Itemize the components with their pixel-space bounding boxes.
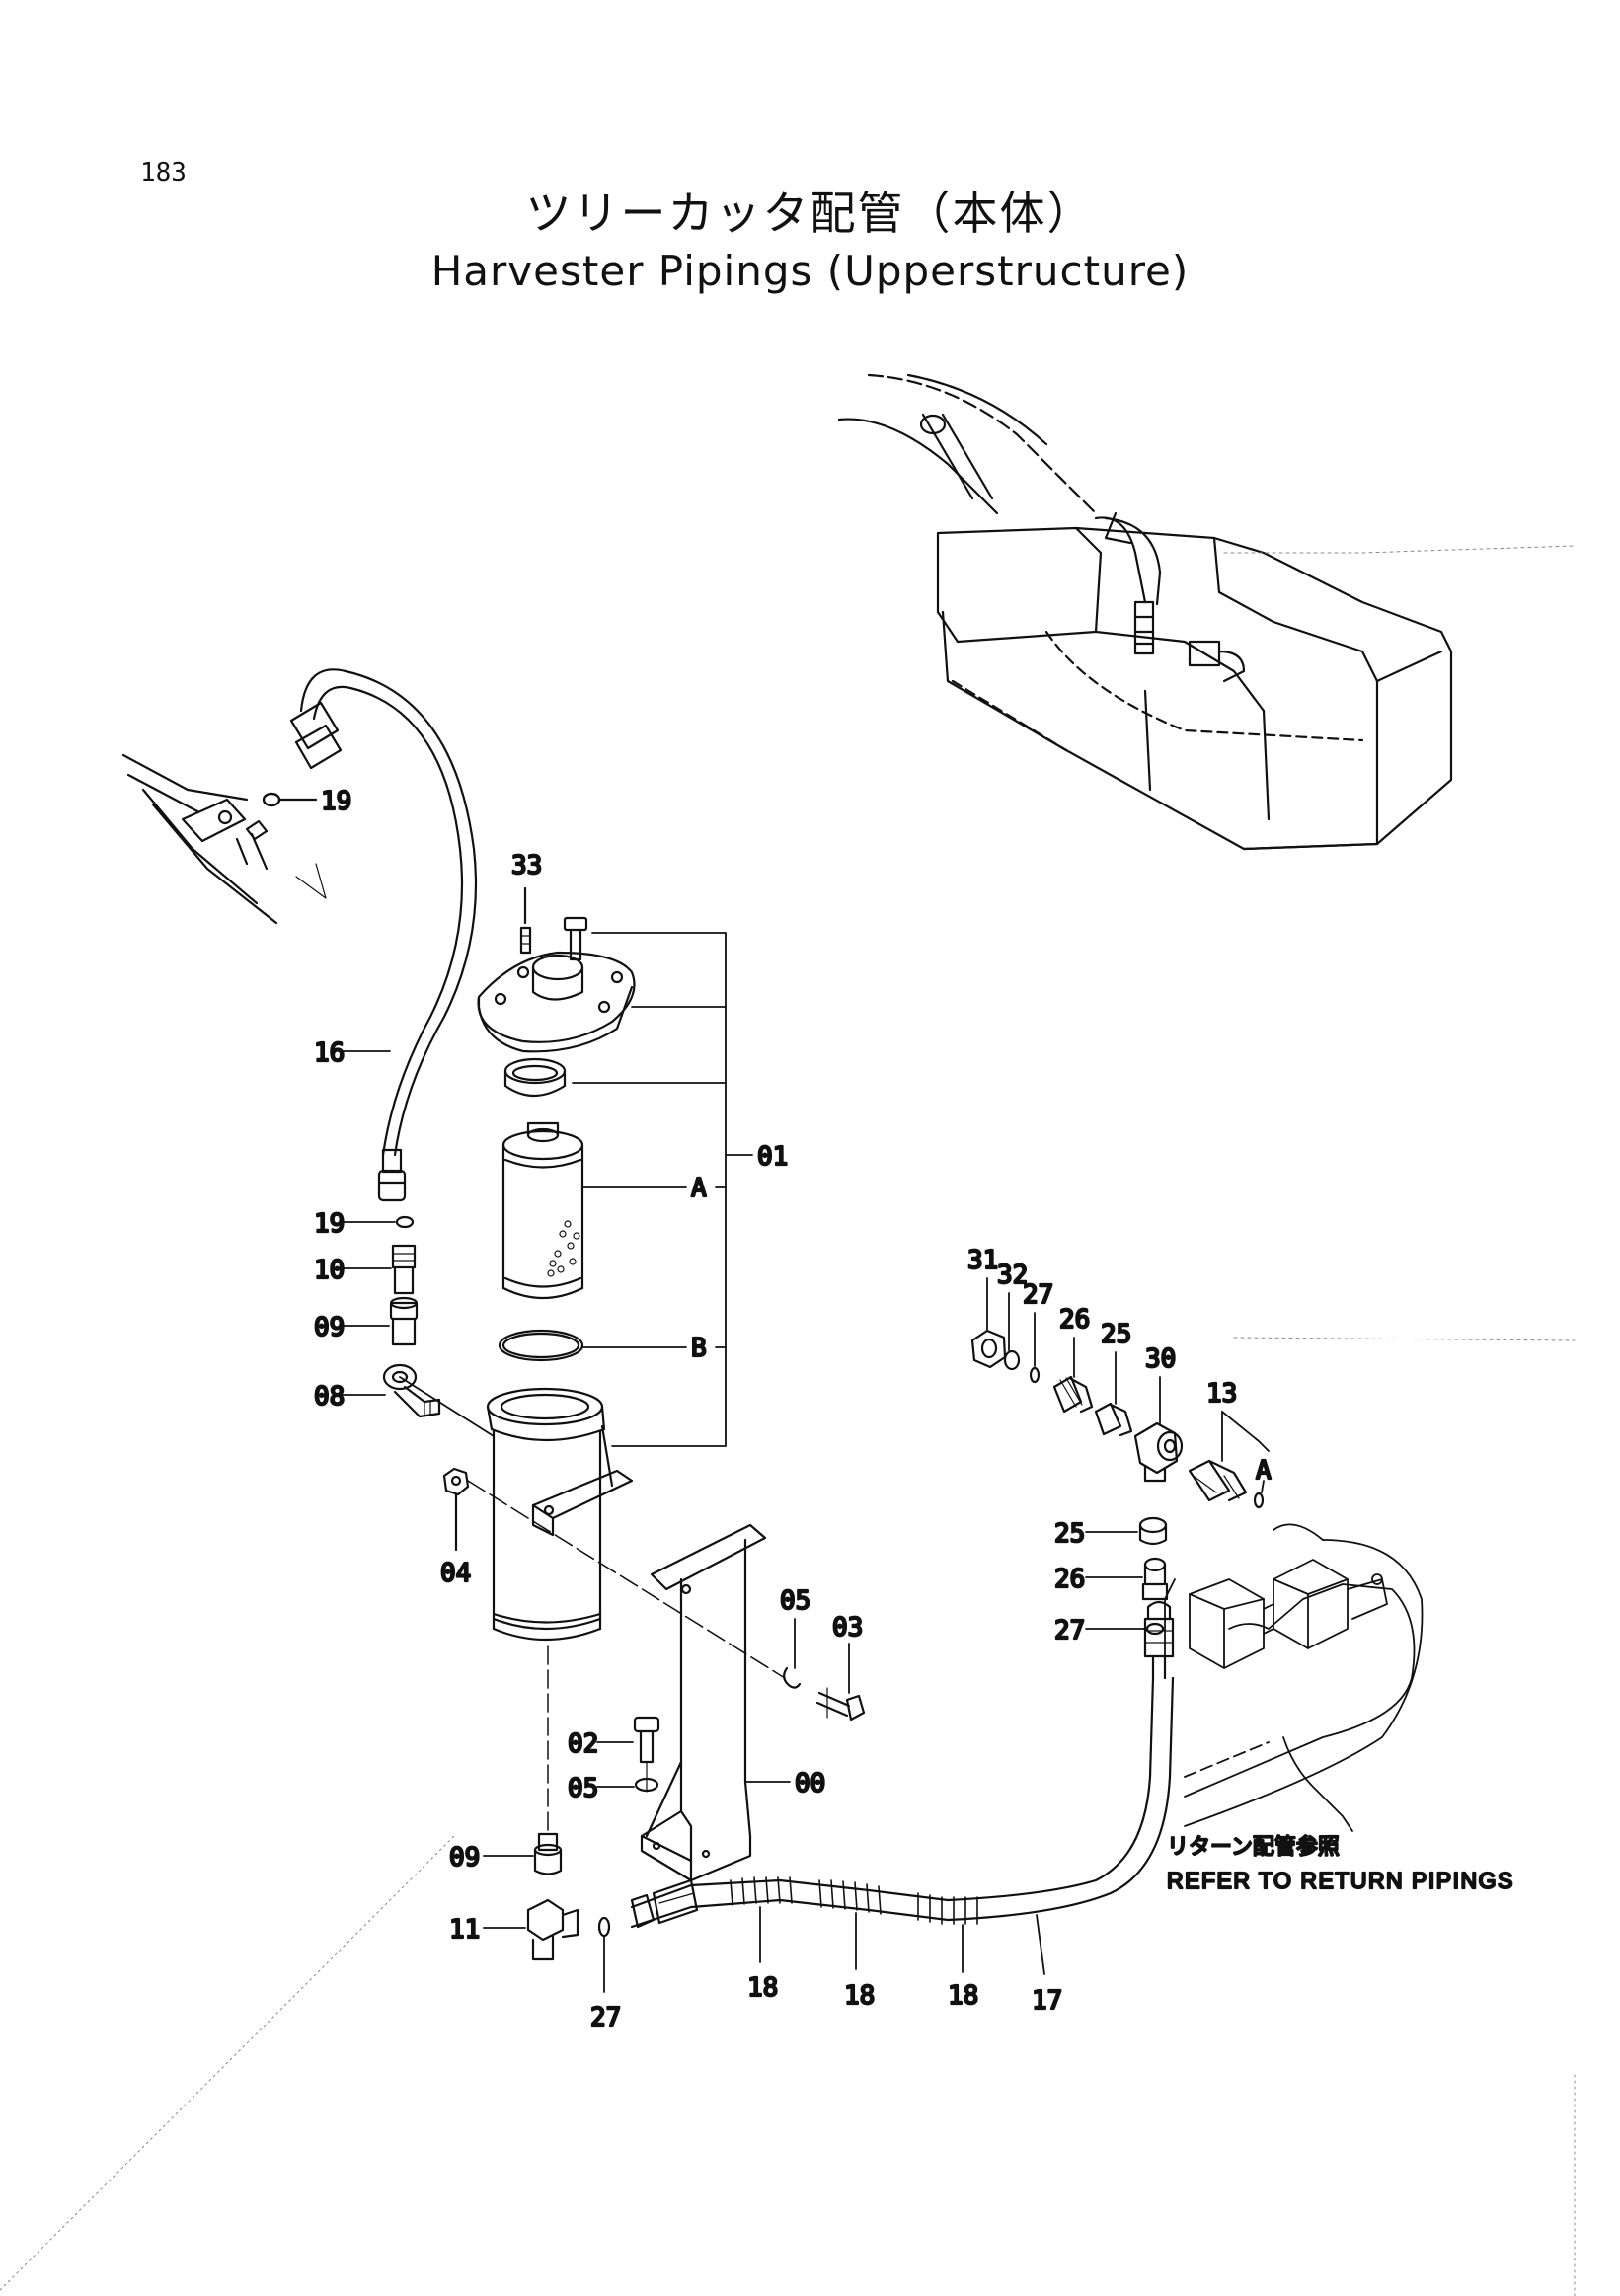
label-19: 19	[314, 1209, 345, 1239]
fitting-09-top	[389, 1296, 419, 1346]
leader-lines	[340, 932, 1270, 1993]
label-19-top: 19	[321, 787, 351, 816]
label-27-bottom: 27	[590, 2003, 621, 2032]
elbow-11	[526, 1898, 579, 1961]
washer-05-left	[634, 1777, 659, 1793]
label-31: 31	[967, 1246, 998, 1275]
adapter-26-mid	[1141, 1557, 1169, 1601]
bolt-02	[633, 1716, 660, 1793]
label-05-right: 05	[780, 1586, 810, 1616]
o-ring-19-top	[262, 792, 281, 807]
label-18-b: 18	[844, 1981, 875, 2011]
title-japanese: ツリーカッタ配管（本体）	[525, 187, 1095, 240]
label-25-top: 25	[1101, 1320, 1131, 1349]
label-18-c: 18	[948, 1981, 978, 2011]
label-27-top: 27	[1023, 1280, 1053, 1310]
o-ring-27-top	[1029, 1366, 1041, 1384]
note-english: REFER TO RETURN PIPINGS	[1167, 1868, 1514, 1893]
dotted-guide-line	[0, 1835, 455, 2291]
o-ring-19	[395, 1215, 415, 1229]
label-08: 08	[314, 1382, 345, 1412]
label-13: 13	[1206, 1379, 1237, 1409]
label-04: 04	[440, 1559, 471, 1588]
title-english: Harvester Pipings (Upperstructure)	[430, 247, 1190, 295]
bracket-00	[640, 1523, 767, 1882]
label-09-bottom: 09	[449, 1843, 480, 1873]
filter-case	[486, 1387, 634, 1837]
o-ring-27-mid	[1145, 1622, 1165, 1636]
fitting-09-bottom	[533, 1832, 563, 1875]
label-05-left: 05	[568, 1774, 598, 1803]
label-16: 16	[314, 1038, 345, 1068]
label-11: 11	[449, 1915, 480, 1945]
o-ring-27-bottom	[597, 1916, 611, 1938]
label-09-top: 09	[314, 1313, 345, 1342]
label-18-a: 18	[747, 1973, 778, 2003]
tee-30	[1133, 1421, 1184, 1483]
o-ring-b	[498, 1329, 584, 1362]
machine-overview-illustration	[837, 373, 1576, 851]
note-japanese: リターン配管参照	[1167, 1835, 1340, 1860]
fitting-13	[1188, 1459, 1248, 1502]
filter-element-a	[501, 1121, 584, 1300]
washer-32	[1003, 1349, 1021, 1371]
washer-05-right	[783, 1666, 802, 1689]
nut-31	[970, 1329, 1007, 1369]
valve-block-top-left	[121, 753, 327, 925]
adapter-25-top	[1094, 1402, 1133, 1437]
label-b: B	[691, 1334, 707, 1363]
label-a-right: A	[1256, 1456, 1272, 1486]
label-25-mid: 25	[1054, 1519, 1085, 1549]
hose-17	[630, 1600, 1175, 1929]
adapter-26-top	[1052, 1375, 1094, 1414]
label-10: 10	[314, 1256, 345, 1285]
adapter-25-mid	[1138, 1516, 1168, 1546]
label-02: 02	[568, 1729, 598, 1759]
elbow-08	[382, 1363, 441, 1418]
label-03: 03	[832, 1613, 863, 1643]
return-pipe-background	[1164, 1337, 1576, 1832]
label-00: 00	[795, 1769, 825, 1799]
label-30: 30	[1145, 1344, 1176, 1374]
fitting-10	[391, 1244, 417, 1295]
label-32: 32	[997, 1261, 1028, 1290]
nut-04	[442, 1467, 786, 1679]
page-number: 183	[140, 158, 187, 188]
part-labels: 19 33 16 01 A 19 10 09 B 08 04 05 03 02 …	[313, 786, 1273, 2033]
label-a: A	[691, 1174, 707, 1203]
hose-16	[289, 668, 478, 1202]
label-26-mid: 26	[1054, 1565, 1085, 1594]
bolt-03	[815, 1687, 866, 1722]
filter-head-cover	[477, 886, 636, 1053]
return-piping-note: リターン配管参照 REFER TO RETURN PIPINGS	[1166, 1834, 1514, 1894]
label-27-mid: 27	[1054, 1616, 1085, 1645]
o-ring-a-right	[1253, 1492, 1265, 1509]
label-33: 33	[511, 851, 542, 880]
seal-ring	[503, 1057, 567, 1097]
label-17: 17	[1032, 1986, 1062, 2016]
label-26-top: 26	[1059, 1305, 1090, 1335]
label-01: 01	[757, 1142, 788, 1172]
